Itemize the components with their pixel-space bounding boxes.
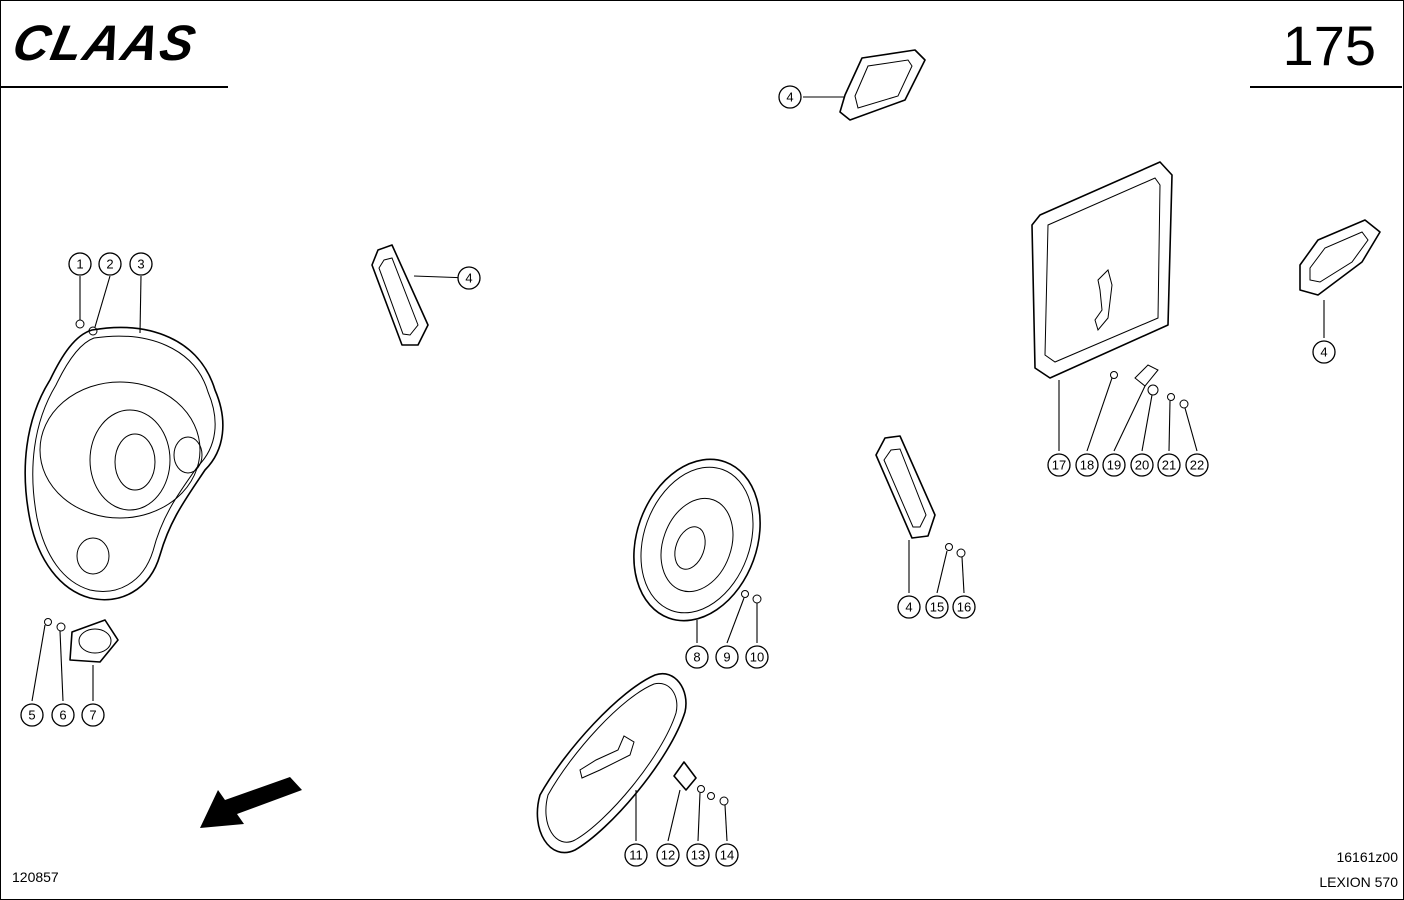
callout-18: 18: [1075, 453, 1099, 477]
callout-4-upper-middle: 4: [457, 266, 481, 290]
rectangular-cover-part: [1031, 161, 1173, 379]
disc-part: [633, 458, 761, 622]
svg-text:21: 21: [1162, 458, 1176, 473]
small-hardware: [44, 319, 1189, 806]
drawing-id: 120857: [12, 869, 59, 885]
svg-text:22: 22: [1190, 458, 1204, 473]
svg-text:4: 4: [786, 90, 793, 105]
callout-16: 16: [952, 595, 976, 619]
clip-part: [673, 761, 697, 791]
callout-4-middle-right: 4: [897, 595, 921, 619]
callout-7: 7: [81, 703, 105, 727]
callout-4-top: 4: [778, 85, 802, 109]
callout-5: 5: [20, 703, 44, 727]
svg-text:5: 5: [28, 708, 35, 723]
gasket-middle-right-part: [875, 435, 936, 539]
gasket-upper-part: [371, 244, 429, 346]
callout-1: 1: [68, 252, 92, 276]
svg-text:13: 13: [691, 848, 705, 863]
svg-text:14: 14: [720, 848, 734, 863]
svg-text:18: 18: [1080, 458, 1094, 473]
oval-cover-part: [536, 672, 687, 854]
callout-22: 22: [1185, 453, 1209, 477]
svg-text:15: 15: [930, 600, 944, 615]
callout-6: 6: [51, 703, 75, 727]
small-flange-part: [69, 619, 119, 663]
svg-text:17: 17: [1052, 458, 1066, 473]
page-number-rule: [1250, 86, 1402, 88]
callout-17: 17: [1047, 453, 1071, 477]
svg-text:9: 9: [723, 650, 730, 665]
callout-14: 14: [715, 843, 739, 867]
svg-text:2: 2: [106, 257, 113, 272]
svg-text:1: 1: [76, 257, 83, 272]
callout-21: 21: [1157, 453, 1181, 477]
callout-13: 13: [686, 843, 710, 867]
callout-15: 15: [925, 595, 949, 619]
svg-text:19: 19: [1107, 458, 1121, 473]
gasket-far-right-part: [1299, 219, 1381, 296]
sheet-reference: 16161z00: [1336, 849, 1398, 865]
svg-text:4: 4: [465, 271, 472, 286]
callout-10: 10: [745, 645, 769, 669]
callout-11: 11: [624, 843, 648, 867]
brand-rule: [0, 86, 228, 88]
svg-text:12: 12: [661, 848, 675, 863]
callout-12: 12: [656, 843, 680, 867]
machine-model: LEXION 570: [1319, 874, 1398, 890]
page-number: 175: [1282, 14, 1376, 77]
svg-text:4: 4: [905, 600, 912, 615]
svg-text:10: 10: [750, 650, 764, 665]
svg-text:7: 7: [89, 708, 96, 723]
svg-text:11: 11: [629, 848, 643, 863]
svg-text:20: 20: [1135, 458, 1149, 473]
cover-plate-part: [24, 326, 224, 601]
svg-text:8: 8: [693, 650, 700, 665]
callout-19: 19: [1102, 453, 1126, 477]
svg-text:4: 4: [1320, 345, 1327, 360]
callout-3: 3: [129, 252, 153, 276]
callout-20: 20: [1130, 453, 1154, 477]
callout-2: 2: [98, 252, 122, 276]
direction-arrow: [200, 777, 302, 828]
callout-4-far-right: 4: [1312, 340, 1336, 364]
svg-text:6: 6: [59, 708, 66, 723]
callout-9: 9: [715, 645, 739, 669]
gasket-top-part: [839, 49, 926, 121]
svg-text:3: 3: [137, 257, 144, 272]
svg-text:16: 16: [957, 600, 971, 615]
callout-8: 8: [685, 645, 709, 669]
